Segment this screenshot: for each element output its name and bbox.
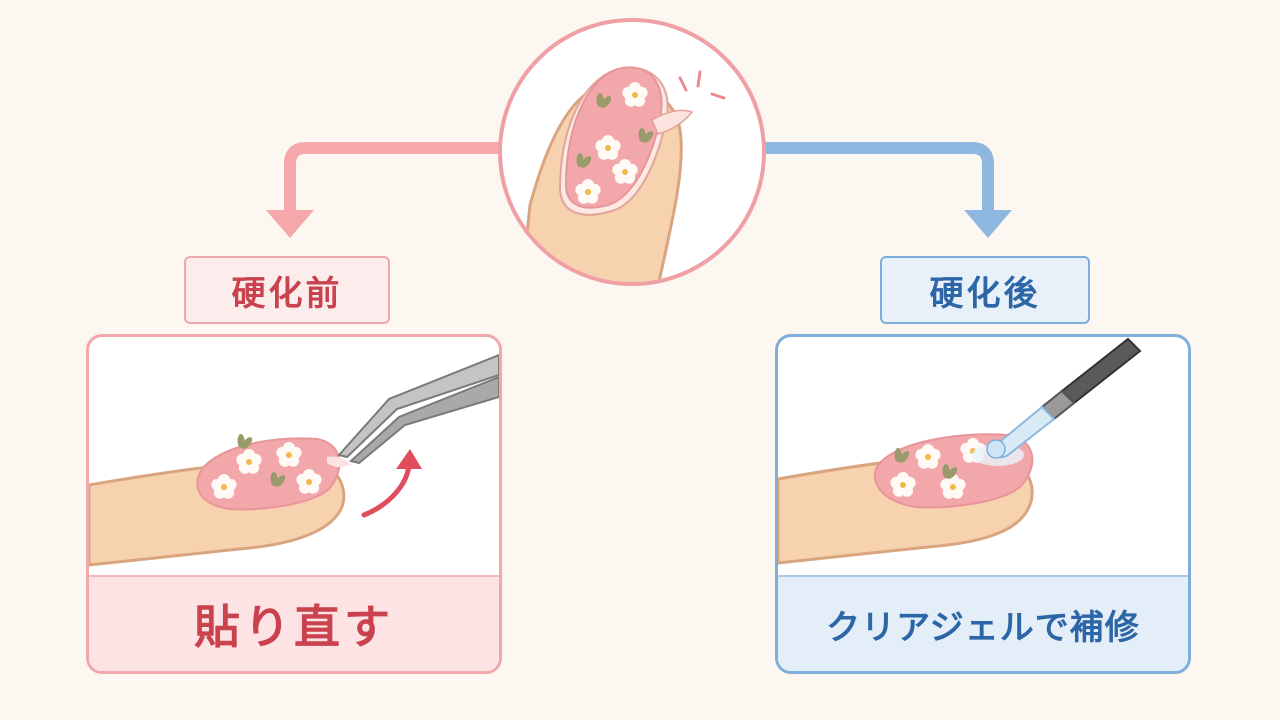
arrow-to-before [266,142,502,238]
clear-gel-brush-icon [778,337,1142,565]
tweezers-peeling-sticker-icon [89,353,499,567]
clear-gel-brush [986,337,1142,459]
before-panel: 貼り直す [86,334,502,674]
after-panel: クリアジェルで補修 [775,334,1191,674]
before-curing-tag: 硬化前 [184,256,390,324]
before-caption: 貼り直す [89,575,499,671]
after-curing-tag: 硬化後 [880,256,1090,324]
lifting-nail-sticker-icon [498,18,766,286]
after-caption: クリアジェルで補修 [778,575,1188,671]
arrow-to-after [762,142,1012,238]
